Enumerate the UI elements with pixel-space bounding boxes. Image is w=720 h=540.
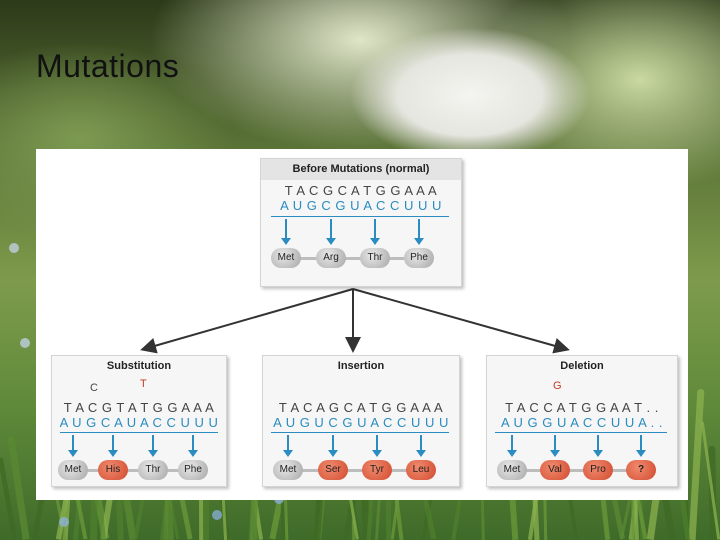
amino-acid-mutated: His (98, 460, 128, 480)
amino-acid-mutated: Ser (318, 460, 348, 480)
panel-substitution: Substitution C T T A C G T A T G G A A A… (51, 355, 227, 487)
peptide-bond (77, 469, 197, 472)
amino-acid: Thr (138, 460, 168, 480)
panel-heading: Before Mutations (normal) (261, 159, 461, 180)
dna-sequence: T A C A G C A T G G A A A (278, 400, 444, 415)
translation-arrow (550, 435, 560, 457)
dna-sequence: T A C G T A T G G A A A (63, 400, 215, 415)
translation-arrow (636, 435, 646, 457)
flower (212, 510, 222, 520)
peptide-bond (291, 257, 427, 260)
panel-insertion: Insertion T A C A G C A T G G A A A A U … (262, 355, 460, 487)
amino-acid-mutated: ? (626, 460, 656, 480)
removed-base-label: C (90, 382, 98, 394)
amino-acid: Arg (316, 248, 346, 268)
panel-heading: Deletion (560, 360, 604, 372)
amino-acid: Met (271, 248, 301, 268)
translation-arrow (507, 435, 517, 457)
added-base-label: T (140, 378, 147, 390)
translation-arrow (68, 435, 78, 457)
translation-arrow (414, 219, 424, 245)
amino-acid-mutated: Leu (406, 460, 436, 480)
translation-arrow (370, 219, 380, 245)
slide-title: Mutations (36, 48, 180, 84)
flower (59, 517, 69, 527)
panel-heading: Insertion (337, 360, 385, 372)
codon-underline (271, 432, 449, 433)
panel-heading: Substitution (106, 360, 172, 372)
amino-acid: Met (58, 460, 88, 480)
translation-arrow (416, 435, 426, 457)
rna-sequence: A U G C G U A C C U U U (280, 198, 442, 213)
rna-sequence: A U G G U A C C U U A . . (500, 415, 664, 430)
translation-arrow (372, 435, 382, 457)
codon-underline (495, 432, 667, 433)
amino-acid-mutated: Val (540, 460, 570, 480)
translation-arrow (188, 435, 198, 457)
amino-acid-mutated: Tyr (362, 460, 392, 480)
translation-arrow (593, 435, 603, 457)
rna-sequence: A U G C A U A C C U U U (59, 415, 219, 430)
peptide-bond (517, 469, 647, 472)
flower (20, 338, 30, 348)
amino-acid: Phe (404, 248, 434, 268)
dna-sequence: T A C G C A T G G A A A (284, 183, 438, 198)
flow-arrows (140, 288, 570, 354)
amino-acid-mutated: Pro (583, 460, 613, 480)
translation-arrow (108, 435, 118, 457)
arrow-to-substitution (140, 288, 354, 354)
amino-acid: Met (497, 460, 527, 480)
translation-arrow (148, 435, 158, 457)
flower (9, 243, 19, 253)
panel-normal: Before Mutations (normal) T A C G C A T … (260, 158, 462, 287)
translation-arrow (281, 219, 291, 245)
dna-sequence: T A C C A T G G A A T . . (505, 400, 659, 415)
removed-base-label: G (553, 380, 562, 392)
amino-acid: Thr (360, 248, 390, 268)
rna-sequence: A U G U C G U A C C U U U (273, 415, 449, 430)
grass-blade (385, 493, 392, 540)
codon-underline (60, 432, 218, 433)
translation-arrow (328, 435, 338, 457)
arrow-to-deletion (352, 288, 570, 354)
peptide-bond (293, 469, 429, 472)
amino-acid: Phe (178, 460, 208, 480)
translation-arrow (283, 435, 293, 457)
codon-underline (271, 216, 449, 217)
translation-arrow (326, 219, 336, 245)
amino-acid: Met (273, 460, 303, 480)
panel-deletion: Deletion G T A C C A T G G A A T . . A U… (486, 355, 678, 487)
mutation-figure: Before Mutations (normal) T A C G C A T … (36, 149, 688, 500)
